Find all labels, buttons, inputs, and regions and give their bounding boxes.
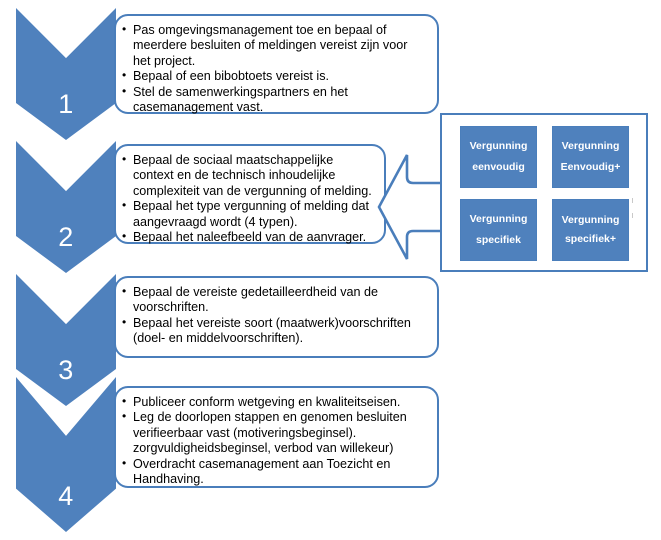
permit-box-specifiek[interactable]: Vergunning specifiek <box>460 199 537 261</box>
permit-box-specifiek-plus[interactable]: Vergunning specifiek+ <box>552 199 629 261</box>
step-textbox-2: Bepaal de sociaal maatschappelijke conte… <box>114 144 386 245</box>
permit-box-line2: eenvoudig <box>472 160 525 173</box>
permit-box-eenvoudig[interactable]: Vergunning eenvoudig <box>460 126 537 188</box>
permit-box-line2: specifiek <box>476 233 521 246</box>
step-chevron-2: 2 <box>16 141 116 273</box>
step-textbox-3: Bepaal de vereiste gedetailleerdheid van… <box>114 276 439 358</box>
permit-box-line1: Vergunning <box>561 214 620 226</box>
list-item: Overdracht casemanagement aan Toezicht e… <box>122 456 427 488</box>
step-bullet-list-1: Pas omgevingsmanagement toe en bepaal of… <box>122 22 427 116</box>
list-item: Stel de samenwerkingspartners en het cas… <box>122 84 427 116</box>
step-chevron-1: 1 <box>16 8 116 140</box>
panel-tick-mark <box>632 213 633 218</box>
list-item: Bepaal de vereiste gedetailleerdheid van… <box>122 284 427 316</box>
step-textbox-1: Pas omgevingsmanagement toe en bepaal of… <box>114 14 439 114</box>
permit-box-line2: specifiek+ <box>564 233 617 245</box>
step-number-2: 2 <box>58 222 74 252</box>
list-item: Publiceer conform wetgeving en kwaliteit… <box>122 394 427 410</box>
permit-box-line1: Vergunning <box>469 213 528 226</box>
step-bullet-list-2: Bepaal de sociaal maatschappelijke conte… <box>122 152 374 245</box>
permit-box-line1: Vergunning <box>469 140 528 153</box>
left-arrow-icon <box>377 154 445 260</box>
permit-types-panel: Vergunning eenvoudig Vergunning Eenvoudi… <box>440 113 648 272</box>
list-item: Bepaal of een bibobtoets vereist is. <box>122 68 427 84</box>
list-item: Pas omgevingsmanagement toe en bepaal of… <box>122 22 427 69</box>
step-bullet-list-3: Bepaal de vereiste gedetailleerdheid van… <box>122 284 427 347</box>
list-item: Bepaal de sociaal maatschappelijke conte… <box>122 152 374 199</box>
list-item: Leg de doorlopen stappen en genomen besl… <box>122 409 427 456</box>
panel-tick-mark <box>632 198 633 203</box>
permit-box-line2: Eenvoudig+ <box>560 160 621 173</box>
permit-box-eenvoudig-plus[interactable]: Vergunning Eenvoudig+ <box>552 126 629 188</box>
permit-box-line1: Vergunning <box>561 140 620 153</box>
list-item: Bepaal het type vergunning of melding da… <box>122 198 374 230</box>
step-number-4: 4 <box>58 481 74 511</box>
step-number-1: 1 <box>58 89 74 119</box>
step-textbox-4: Publiceer conform wetgeving en kwaliteit… <box>114 386 439 488</box>
step-chevron-3: 3 <box>16 274 116 406</box>
list-item: Bepaal het vereiste soort (maatwerk)voor… <box>122 315 427 347</box>
step-number-3: 3 <box>58 355 74 385</box>
list-item: Bepaal het naleefbeeld van de aanvrager. <box>122 229 374 245</box>
step-bullet-list-4: Publiceer conform wetgeving en kwaliteit… <box>122 394 427 488</box>
